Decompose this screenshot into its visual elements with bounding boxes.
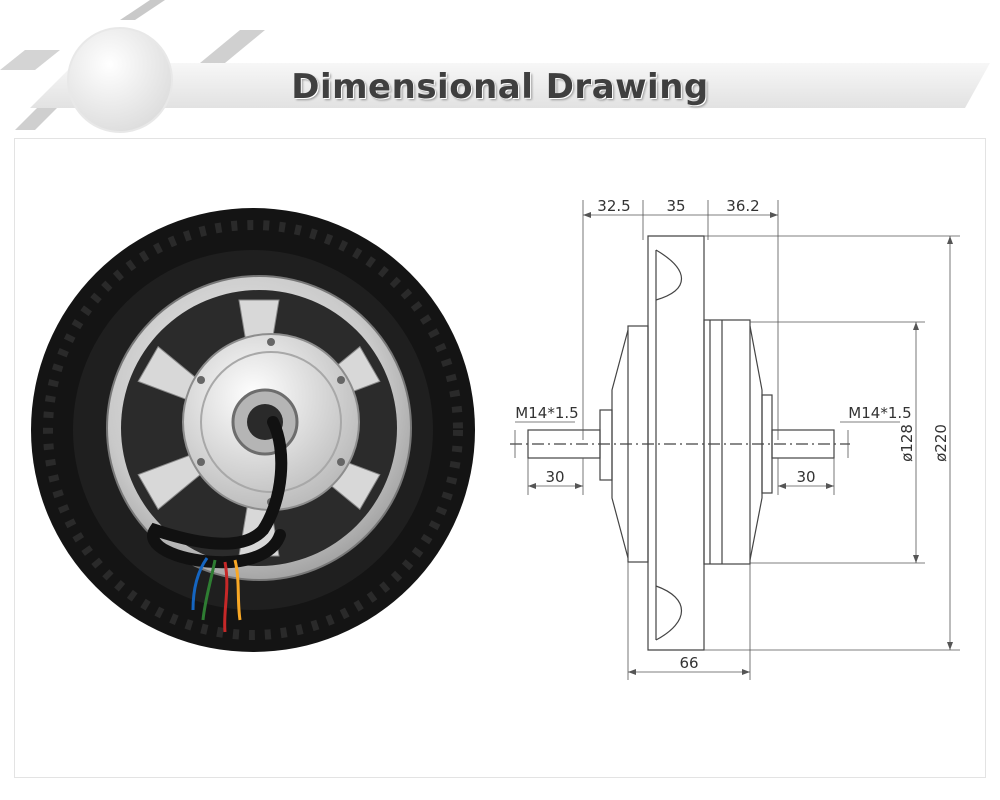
hub-motor-wheel-icon: [31, 208, 475, 652]
title-band: [30, 63, 990, 108]
hub-right-bevel: [749, 325, 763, 561]
motor-outline: [510, 235, 850, 651]
dimension-label: 66: [679, 654, 698, 672]
page-title: Dimensional Drawing: [291, 67, 709, 107]
dimension-lines: [514, 200, 960, 680]
wire: [201, 559, 217, 621]
left-bearing: [599, 409, 613, 481]
dimension-label: 30: [796, 468, 815, 486]
hub-right-plate: [703, 319, 751, 565]
banner-background: [0, 0, 990, 133]
banner-stripe: [0, 50, 60, 70]
hub-ring: [200, 351, 342, 493]
dimension-label: 30: [545, 468, 564, 486]
diameter-label: ø128: [898, 424, 916, 462]
dimension-label: 36.2: [726, 197, 759, 215]
tire-tread: [43, 220, 463, 640]
diameter-label: ø220: [932, 424, 950, 462]
banner-stripe: [200, 30, 265, 63]
thread-label: M14*1.5: [848, 404, 911, 422]
wire: [223, 561, 229, 633]
dimension-label: 35: [666, 197, 685, 215]
rim-groove: [655, 249, 683, 641]
content-frame: [14, 138, 986, 778]
thread-label: M14*1.5: [515, 404, 578, 422]
banner-circle: [67, 27, 173, 133]
banner-stripe: [120, 0, 165, 20]
dimensional-drawing: 32.5 35 36.2 66 30 30 M14*1.5 M14*1.5 ø1…: [510, 197, 960, 680]
wire: [233, 559, 242, 621]
dimension-label: 32.5: [597, 197, 630, 215]
dimension-arrows: [528, 212, 953, 675]
hub-bolts: [197, 338, 345, 506]
wire: [191, 557, 209, 611]
